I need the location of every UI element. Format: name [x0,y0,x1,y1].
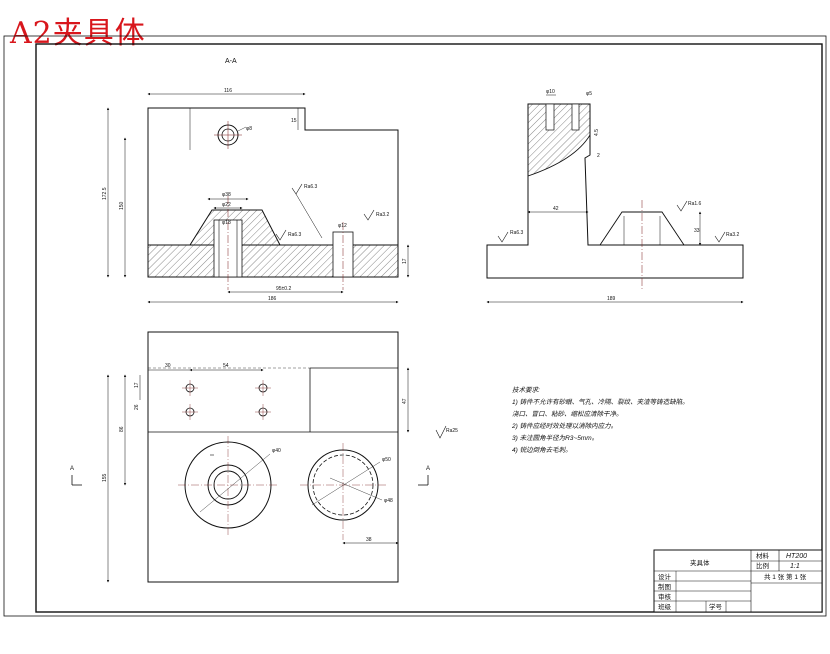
tb-student-id: 学号 [709,602,723,611]
dim-side-web-width: 42 [553,206,559,212]
dim-plan-x2: 54 [223,363,229,369]
dim-boss-mid-dia: φ22 [222,202,231,208]
dim-boss-inner-dia: φ18 [222,220,231,226]
tb-sheets: 共 1 张 第 1 张 [764,572,807,581]
dim-boss-outer-dia: φ38 [222,192,231,198]
tech-requirements: 技术要求: 1) 铸件不允许有砂眼、气孔、冷隔、裂纹、夹渣等铸造缺陷。 浇口、冒… [511,386,689,454]
dim-side-total-width: 189 [607,296,616,302]
dim-front-width-total: 186 [268,296,277,302]
tech-item-1: 1) 铸件不允许有砂眼、气孔、冷隔、裂纹、夹渣等铸造缺陷。 [512,398,689,406]
tb-scale-value: 1:1 [790,563,800,570]
dim-front-height-inner: 150 [119,201,125,210]
roughness-2: Ra6.3 [288,232,302,238]
roughness-1: Ra6.3 [304,184,318,190]
dim-front-step-depth: 15 [291,118,297,124]
tech-item-4: 3) 未注圆角半径为R3~5mm。 [512,434,598,442]
section-label: A-A [225,58,237,65]
tb-class: 班级 [658,602,672,611]
outer-frame [3,35,827,617]
drawing-title: A2夹具体 [10,16,146,51]
dim-hole-spacing: 95±0.2 [276,286,291,292]
front-section-view: A-A 116 172.5 150 186 95±0.2 15 φ8 [102,58,410,304]
dim-plan-right-height: 47 [402,398,408,404]
dim-plan-x1: 30 [165,363,171,369]
dim-plan-y1: 17 [134,382,140,388]
title-block: 夹具体 材料 HT200 比例 1:1 共 1 张 第 1 张 设计 制图 审核… [653,549,823,613]
dim-hole-top-dia: φ8 [246,126,252,132]
dim-base-height: 17 [402,258,408,264]
dim-side-top-1: φ10 [546,89,555,95]
roughness-4: Ra6.3 [510,230,524,236]
tb-part-name: 夹具体 [690,558,710,567]
tb-drafter: 制图 [658,582,671,591]
dim-front-height-total: 172.5 [102,187,108,200]
dim-side-small-1: 4.5 [594,129,600,136]
section-marker-right: A [426,466,430,472]
inner-frame [35,43,823,613]
tech-item-3: 2) 铸件应经时效处理以消除内应力。 [511,422,617,430]
dim-plan-height: 155 [102,473,108,482]
roughness-general: Ra25 [446,428,458,434]
dim-plan-y2: 26 [134,404,140,410]
section-marker-left: A [70,466,74,472]
dim-side-step-height: 33 [694,228,700,234]
tb-scale-label: 比例 [756,561,769,570]
tech-item-2: 浇口、冒口、粘砂、缩松应清除干净。 [512,410,623,418]
dim-side-top-2: φ5 [586,91,592,97]
dim-plan-right-offset: 38 [366,537,372,543]
tb-checker: 审核 [658,592,672,601]
roughness-5: Ra1.6 [688,201,702,207]
tb-material-label: 材料 [756,551,770,560]
dim-plan-circle2-small: φ48 [384,498,393,504]
roughness-6: Ra3.2 [726,232,740,238]
tb-designer: 设计 [658,572,672,581]
dim-front-top-width: 116 [224,88,232,94]
dim-right-hole-dia: φ12 [338,223,347,229]
dim-plan-y4: 86 [119,426,125,432]
plan-view: φ40 φ50 φ48 38 30 54 17 26 86 155 47 A A [70,331,458,583]
side-view: φ10 φ5 4.5 2 42 33 189 Ra6.3 Ra1.6 Ra3.2 [486,89,744,304]
dim-plan-circle1: φ40 [272,448,281,454]
tech-item-5: 4) 锐边倒角去毛刺。 [512,446,572,454]
dim-plan-circle2: φ50 [382,457,391,463]
roughness-3: Ra3.2 [376,212,390,218]
tech-heading: 技术要求: [512,386,540,394]
tb-material-value: HT200 [786,553,807,560]
dim-side-small-2: 2 [597,153,600,159]
